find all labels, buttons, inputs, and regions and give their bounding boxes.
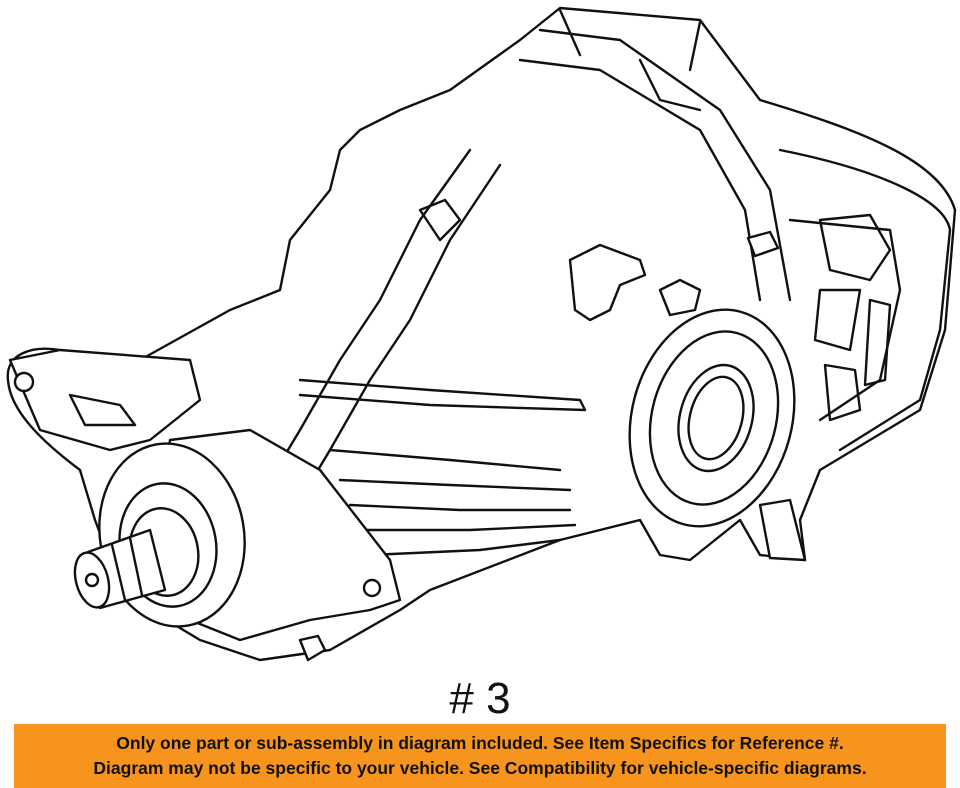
fin-top [298,378,587,412]
fin-2 [338,478,572,492]
side-cover-window-4 [823,363,862,422]
side-cover [778,148,952,452]
disclaimer-line-1: Only one part or sub-assembly in diagram… [116,733,844,753]
rear-boss [758,498,807,562]
body-tab-2 [658,278,702,317]
center-rib [268,148,502,502]
output-flange-ring [648,330,780,506]
body-tab-1 [568,243,647,322]
rib-block [418,198,462,242]
fin-4 [358,523,577,532]
fin-1 [328,448,562,472]
mounting-hole-left [13,371,35,393]
disclaimer-line-2: Diagram may not be specific to your vehi… [93,758,867,778]
side-cover-window-3 [863,298,892,387]
output-bore-inner [687,375,745,461]
pinion-shaft-center [84,572,100,588]
mounting-ear-left [8,348,202,452]
output-bore [677,363,755,473]
pinion-spline [110,536,144,602]
fin-3 [348,503,572,512]
body-tab-3 [746,230,780,258]
bottom-boss [298,634,327,662]
nose-bolt-hole [362,578,382,598]
side-cover-window-1 [818,213,892,282]
top-rim-flange [558,8,702,112]
disclaimer-banner: Only one part or sub-assembly in diagram… [14,724,946,788]
part-number-label: # 3 [449,674,511,723]
differential-assembly-diagram [6,6,957,662]
side-cover-window-2 [813,288,862,352]
fin-5 [368,538,562,557]
ear-slot [68,393,137,427]
